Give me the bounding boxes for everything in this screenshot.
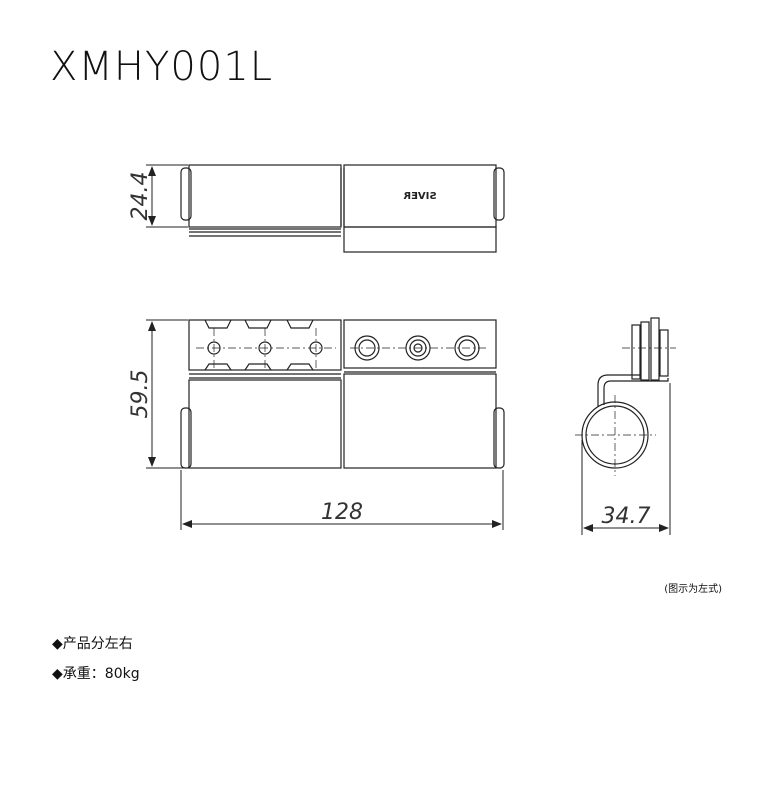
length-dimension [180, 470, 504, 530]
length-label: 128 [321, 500, 363, 525]
diamond-bullet-icon: ◆ [52, 636, 63, 652]
spec-text: 产品分左右 [62, 636, 133, 652]
spec-item: ◆承重：80kg [52, 663, 140, 683]
product-title: XMHY001L [50, 44, 274, 90]
spec-text: 承重：80kg [62, 666, 140, 682]
thickness-dimension [146, 164, 188, 228]
side-centerlines [575, 347, 676, 476]
thickness-label: 24.4 [128, 172, 153, 221]
spec-item: ◆产品分左右 [52, 633, 133, 653]
depth-dimension [581, 383, 671, 535]
front-centerlines [196, 328, 488, 368]
height-label: 59.5 [128, 370, 153, 419]
side-view [581, 317, 669, 469]
height-dimension [146, 319, 188, 469]
left-variant-note: (图示为左式) [664, 584, 722, 595]
brand-mark: SIVER [403, 191, 436, 202]
depth-label: 34.7 [602, 504, 651, 529]
diamond-bullet-icon: ◆ [52, 666, 63, 682]
front-view [180, 319, 505, 469]
top-view [180, 164, 505, 253]
